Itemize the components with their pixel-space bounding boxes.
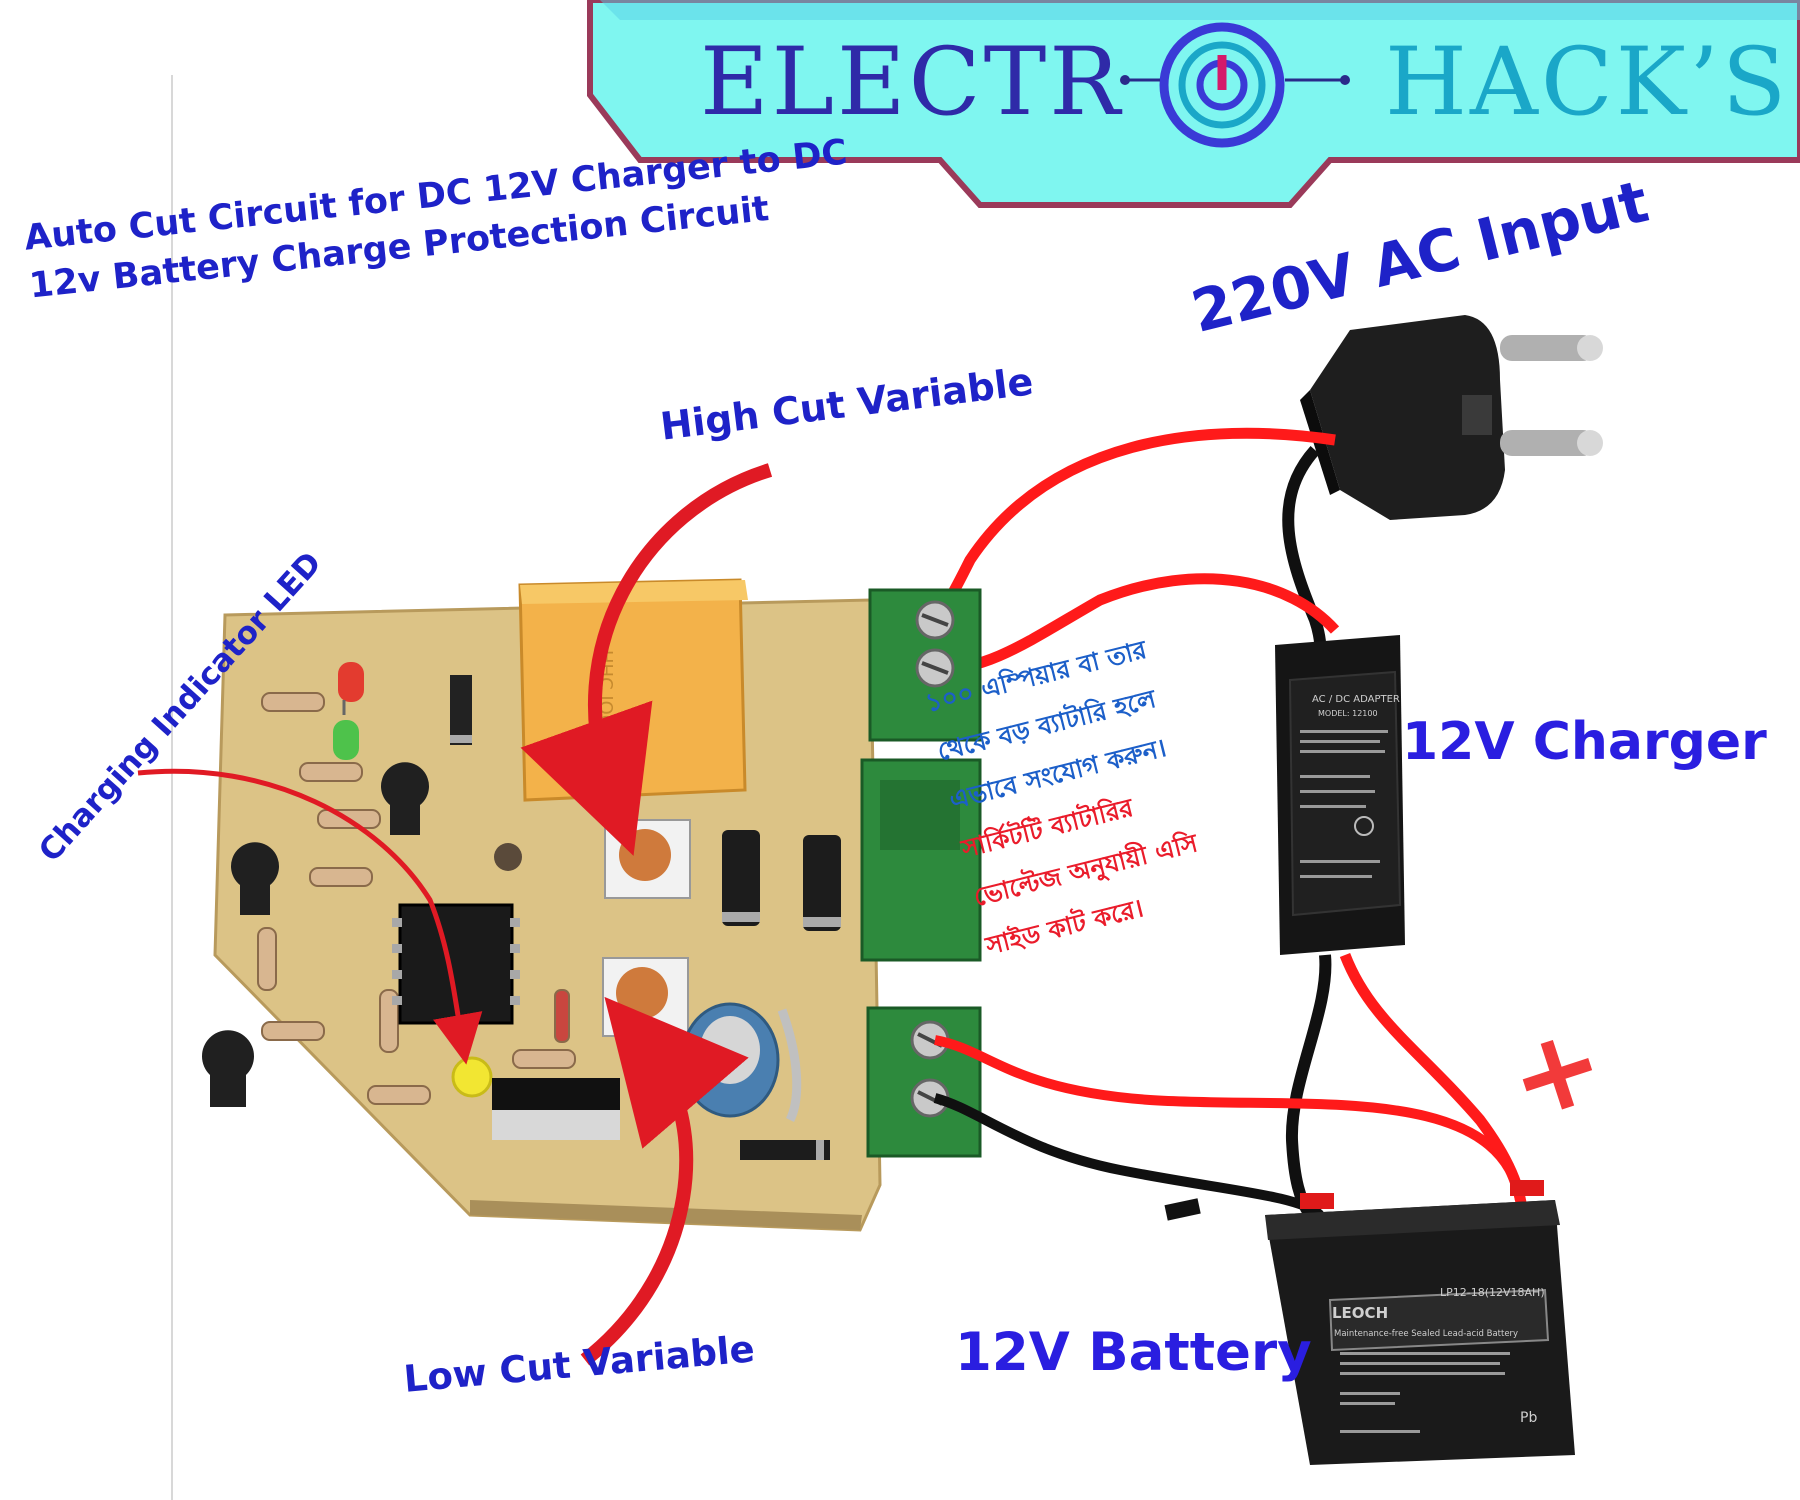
terminal-block-ac: [868, 588, 982, 742]
ac-plug-icon: [1300, 315, 1603, 520]
battery-label: 12V Battery: [955, 1322, 1312, 1383]
low-cut-potentiometer: [602, 957, 689, 1037]
regulator: [492, 1078, 620, 1140]
resistors: [257, 692, 576, 1105]
logo-text-right: HACK’S: [1385, 28, 1790, 137]
logo-banner: [587, 0, 1800, 208]
battery-brand: LEOCH: [1332, 1304, 1388, 1322]
high-cut-arrow: [520, 463, 773, 856]
charging-led-arrow: [137, 768, 483, 1065]
low-cut-arrow: [580, 996, 749, 1366]
transistors: [202, 762, 429, 1107]
minus-sign: -: [1146, 1136, 1217, 1271]
battery-model: LP12-18(12V18AH): [1440, 1286, 1545, 1299]
adapter-title: AC / DC ADAPTER: [1312, 694, 1400, 705]
logo-text-left: ELECTR: [700, 28, 1124, 137]
diodes: [450, 675, 841, 1160]
capacitor: [680, 1002, 780, 1118]
yellow-led: [451, 1056, 493, 1098]
charger-output-black-wire: [1285, 954, 1332, 1219]
green-led: [333, 720, 359, 760]
plus-sign: +: [1493, 996, 1620, 1146]
battery-black-wire: [933, 1093, 1324, 1219]
jumper-wire: [777, 1008, 802, 1123]
battery-red-wire: [934, 1035, 1525, 1201]
red-led: [338, 662, 364, 715]
battery: LEOCH LP12-18(12V18AH) Maintenance-free …: [1265, 1180, 1575, 1465]
battery-pb-mark: Pb: [1520, 1410, 1537, 1426]
terminal-block-battery: [866, 1006, 982, 1158]
charger-red-output-wire: [1339, 953, 1528, 1211]
power-icon: [1120, 22, 1350, 148]
battery-type: Maintenance-free Sealed Lead-acid Batter…: [1334, 1329, 1518, 1339]
ac-red-wire-2: [934, 573, 1340, 676]
adapter-model: MODEL: 12100: [1318, 709, 1378, 718]
terminal-block-middle: [860, 758, 982, 962]
charger-label: 12V Charger: [1402, 712, 1767, 772]
charger-adapter: AC / DC ADAPTER MODEL: 12100: [1275, 635, 1405, 955]
high-cut-potentiometer: [604, 819, 691, 899]
relay: HHC JQC-3FC(T73): [518, 578, 748, 816]
